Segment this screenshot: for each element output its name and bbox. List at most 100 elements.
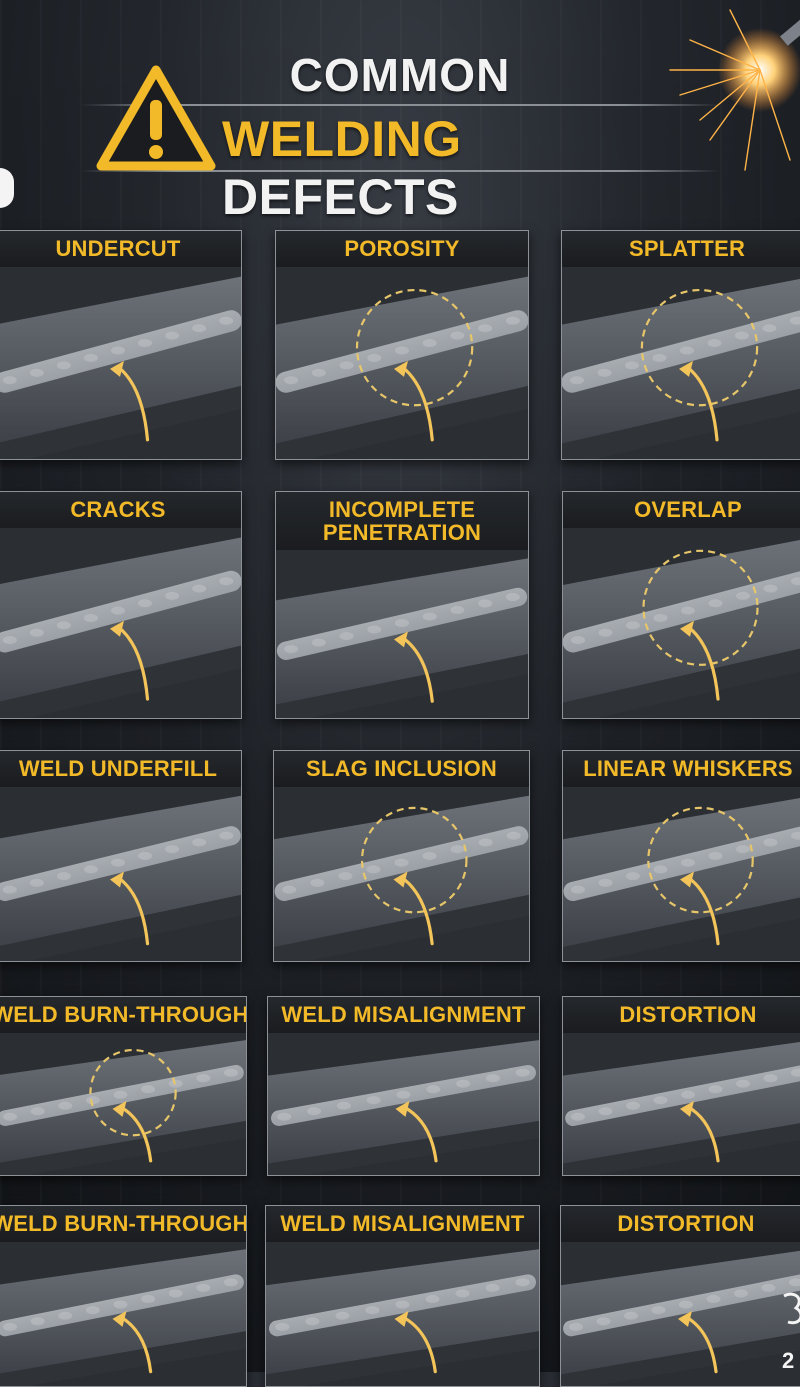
- bead-ripple: [680, 346, 694, 355]
- bead-ripple: [395, 619, 409, 628]
- page-title-rest: DEFECTS: [222, 169, 459, 225]
- defect-photo: [276, 267, 528, 459]
- plate-edge: [0, 1121, 246, 1175]
- defect-label: CRACKS: [0, 492, 241, 529]
- plate-edge: [268, 1121, 539, 1175]
- defect-highlight-circle: [360, 806, 468, 914]
- bead-ripple: [571, 636, 585, 645]
- defect-highlight-circle: [640, 288, 759, 407]
- bead-ripple: [2, 636, 17, 645]
- weld-bead: [271, 1064, 536, 1127]
- weld-bead: [565, 1065, 800, 1127]
- bead-ripple: [311, 638, 326, 647]
- title-rule-top: [80, 104, 720, 106]
- defect-photo: [563, 787, 800, 961]
- bead-ripple: [571, 1112, 585, 1121]
- warning-icon: [96, 65, 216, 171]
- bead-ripple: [485, 1074, 500, 1083]
- bead-ripple: [789, 1278, 800, 1287]
- bead-ripple: [83, 865, 98, 874]
- bead-ripple: [83, 353, 98, 362]
- bead-ripple: [165, 845, 180, 854]
- bead-ripple: [455, 1289, 470, 1298]
- bead-ripple: [570, 376, 584, 385]
- bead-ripple: [735, 331, 749, 340]
- defect-label: SLAG INCLUSION: [274, 751, 529, 788]
- defect-label: OVERLAP: [563, 492, 800, 529]
- bead-ripple: [478, 324, 493, 333]
- bead-ripple: [681, 1090, 695, 1099]
- bead-ripple: [29, 628, 44, 637]
- bead-ripple: [395, 1300, 410, 1309]
- bead-ripple: [282, 885, 297, 894]
- pointer-arrow: [118, 1105, 153, 1163]
- pointer-arrow-head: [110, 360, 124, 377]
- bead-ripple: [706, 1295, 721, 1304]
- bead-ripple: [422, 339, 437, 348]
- pointer-arrow-head: [395, 1100, 410, 1117]
- weld-bead: [0, 570, 241, 653]
- bead-ripple: [708, 1085, 723, 1094]
- bead-ripple: [596, 1317, 611, 1326]
- bead-ripple: [625, 361, 639, 370]
- pointer-arrow-head: [393, 871, 408, 888]
- bead-ripple: [653, 1096, 668, 1105]
- bead-ripple: [450, 845, 465, 854]
- bead-ripple: [338, 872, 353, 881]
- defect-card: DISTORTION: [560, 1205, 800, 1387]
- bead-ripple: [450, 331, 465, 340]
- pointer-arrow: [401, 1105, 438, 1163]
- bead-ripple: [394, 858, 409, 867]
- plate-edge: [276, 386, 528, 459]
- defect-label: SPLATTER: [562, 231, 800, 268]
- defect-card: DISTORTION: [562, 996, 800, 1176]
- bead-ripple: [736, 591, 750, 600]
- bead-ripple: [85, 1096, 100, 1105]
- bead-ripple: [219, 831, 234, 840]
- defect-card: SLAG INCLUSION: [273, 750, 530, 962]
- plate-edge: [563, 1123, 800, 1175]
- defect-label: WELD MISALIGNMENT: [268, 997, 539, 1034]
- bead-ripple: [679, 1300, 693, 1309]
- bead-ripple: [763, 1074, 778, 1083]
- defect-highlight-circle: [89, 1048, 177, 1137]
- bead-ripple: [626, 621, 640, 630]
- defect-card: POROSITY: [275, 230, 529, 460]
- bead-ripple: [305, 1317, 320, 1326]
- bead-ripple: [284, 376, 299, 385]
- bead-ripple: [569, 1322, 583, 1331]
- bead-ripple: [366, 1096, 381, 1105]
- bead-ripple: [56, 621, 71, 630]
- defect-photo: [563, 528, 800, 718]
- bead-ripple: [653, 614, 668, 623]
- bead-ripple: [734, 1289, 748, 1298]
- defect-highlight-circle: [647, 806, 754, 914]
- bead-ripple: [3, 1322, 18, 1331]
- pointer-arrow-head: [112, 1100, 127, 1117]
- bead-ripple: [196, 1074, 211, 1083]
- weld-bead: [276, 587, 528, 661]
- plate-edge: [0, 386, 241, 459]
- bead-ripple: [761, 1283, 776, 1292]
- bead-ripple: [598, 878, 613, 887]
- bead-ripple: [223, 1278, 238, 1287]
- weld-bead: [0, 1064, 244, 1127]
- bead-ripple: [165, 591, 180, 600]
- bead-ripple: [681, 858, 695, 867]
- bead-ripple: [763, 584, 778, 593]
- bead-ripple: [762, 324, 777, 333]
- defect-photo: [0, 1242, 246, 1386]
- bead-ripple: [165, 331, 180, 340]
- bead-ripple: [339, 361, 354, 370]
- bead-ripple: [58, 1101, 73, 1110]
- bead-ripple: [367, 625, 382, 634]
- header: COMMON WELDING DEFECTS: [0, 0, 800, 225]
- weld-bead: [274, 826, 529, 901]
- bead-ripple: [367, 353, 382, 362]
- weld-bead: [0, 310, 241, 393]
- pointer-arrow: [116, 625, 150, 701]
- defect-label: LINEAR WHISKERS: [563, 751, 800, 788]
- bead-ripple: [307, 1107, 322, 1116]
- bead-ripple: [111, 346, 125, 355]
- bead-ripple: [3, 1112, 18, 1121]
